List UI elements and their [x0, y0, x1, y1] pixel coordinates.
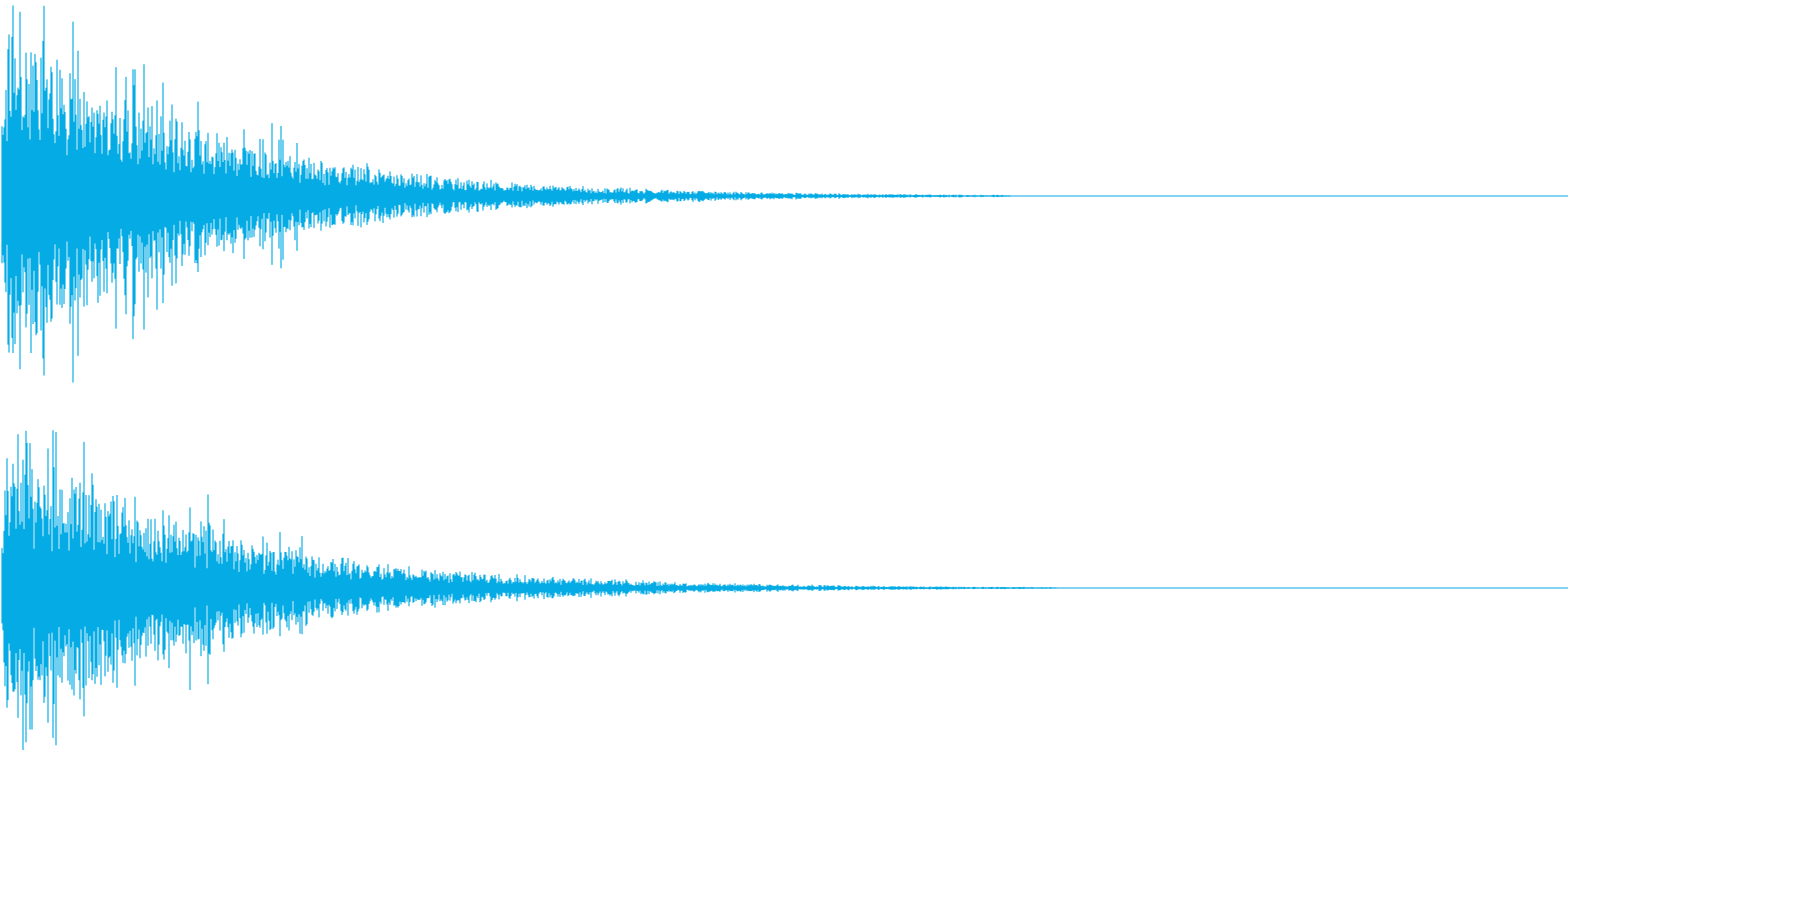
channel-2-waveform	[1, 430, 1568, 750]
waveform-envelope	[1, 5, 1011, 383]
channel-1-waveform	[1, 5, 1568, 383]
waveform-envelope	[1, 430, 1057, 750]
